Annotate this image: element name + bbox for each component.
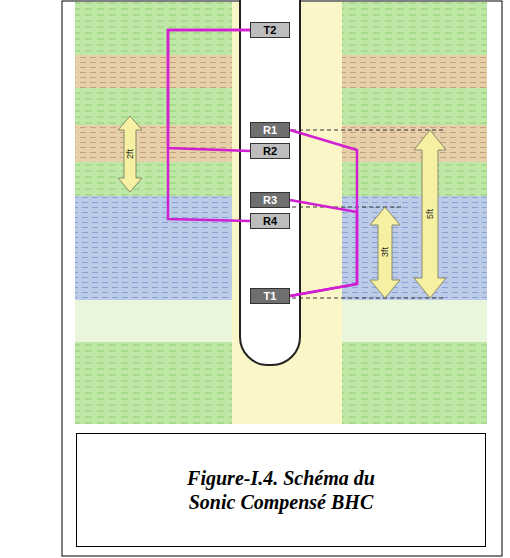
tool-element: T1	[250, 288, 290, 304]
ray-path	[290, 200, 357, 296]
tool-element: R1	[250, 122, 290, 138]
element-label: R4	[256, 215, 284, 227]
depth-lines	[292, 130, 446, 298]
sonic-tool	[240, 0, 300, 365]
caption-box: Figure-I.4. Schéma du Sonic Compensé BHC	[76, 433, 486, 547]
tool-element: T2	[250, 22, 290, 38]
dimension-label: 2ft	[125, 148, 135, 160]
ray-path	[168, 30, 250, 151]
dimension-label: 3ft	[380, 246, 390, 258]
element-label: R1	[256, 124, 284, 136]
tool-element: R2	[250, 143, 290, 159]
tool-element: R3	[250, 192, 290, 208]
element-label: T1	[256, 290, 284, 302]
ray-path	[290, 130, 357, 296]
element-label: R2	[256, 145, 284, 157]
ray-path	[168, 30, 250, 221]
tool-element: R4	[250, 213, 290, 229]
dimension-label: 5ft	[425, 208, 435, 220]
element-label: T2	[256, 24, 284, 36]
figure-caption: Figure-I.4. Schéma du Sonic Compensé BHC	[166, 466, 396, 514]
element-label: R3	[256, 194, 284, 206]
